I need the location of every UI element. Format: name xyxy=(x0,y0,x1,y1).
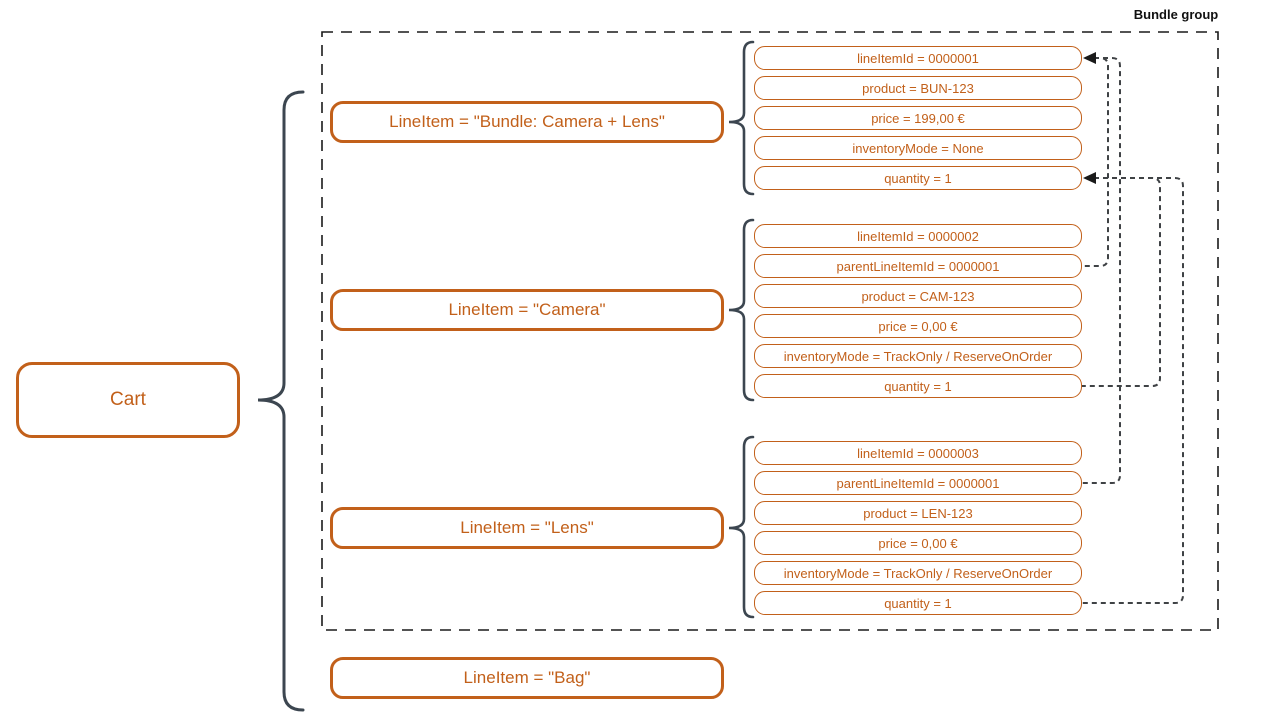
attribute-box: parentLineItemId = 0000001 xyxy=(754,471,1082,495)
attribute-box: lineItemId = 0000002 xyxy=(754,224,1082,248)
lineitem-box-bundle: LineItem = "Bundle: Camera + Lens" xyxy=(330,101,724,143)
parent-link-camera xyxy=(1082,57,1109,267)
quantity-link-camera xyxy=(1082,177,1161,387)
lineitem-box-bag: LineItem = "Bag" xyxy=(330,657,724,699)
bundle-group-label: Bundle group xyxy=(1133,7,1219,22)
attribute-box: inventoryMode = TrackOnly / ReserveOnOrd… xyxy=(754,344,1082,368)
attribute-box: inventoryMode = None xyxy=(754,136,1082,160)
parent-link-lens xyxy=(1082,57,1121,484)
attribute-box: product = BUN-123 xyxy=(754,76,1082,100)
arrowhead-lineitemid-icon xyxy=(1083,52,1096,64)
attribute-box: quantity = 1 xyxy=(754,166,1082,190)
lineitem-box-camera: LineItem = "Camera" xyxy=(330,289,724,331)
attribute-box: inventoryMode = TrackOnly / ReserveOnOrd… xyxy=(754,561,1082,585)
lens-attrs-brace xyxy=(728,435,755,619)
attribute-box: price = 199,00 € xyxy=(754,106,1082,130)
cart-box: Cart xyxy=(16,362,240,438)
bundle-attrs-brace xyxy=(728,40,755,196)
arrowhead-quantity-icon xyxy=(1083,172,1096,184)
attribute-box: price = 0,00 € xyxy=(754,531,1082,555)
camera-attrs-brace xyxy=(728,218,755,402)
attribute-box: quantity = 1 xyxy=(754,374,1082,398)
cart-brace xyxy=(257,90,305,712)
attribute-box: product = CAM-123 xyxy=(754,284,1082,308)
quantity-link-lens xyxy=(1082,177,1184,604)
attribute-box: quantity = 1 xyxy=(754,591,1082,615)
attribute-box: parentLineItemId = 0000001 xyxy=(754,254,1082,278)
lineitem-box-lens: LineItem = "Lens" xyxy=(330,507,724,549)
attribute-box: product = LEN-123 xyxy=(754,501,1082,525)
attribute-box: lineItemId = 0000001 xyxy=(754,46,1082,70)
attribute-box: lineItemId = 0000003 xyxy=(754,441,1082,465)
attribute-box: price = 0,00 € xyxy=(754,314,1082,338)
